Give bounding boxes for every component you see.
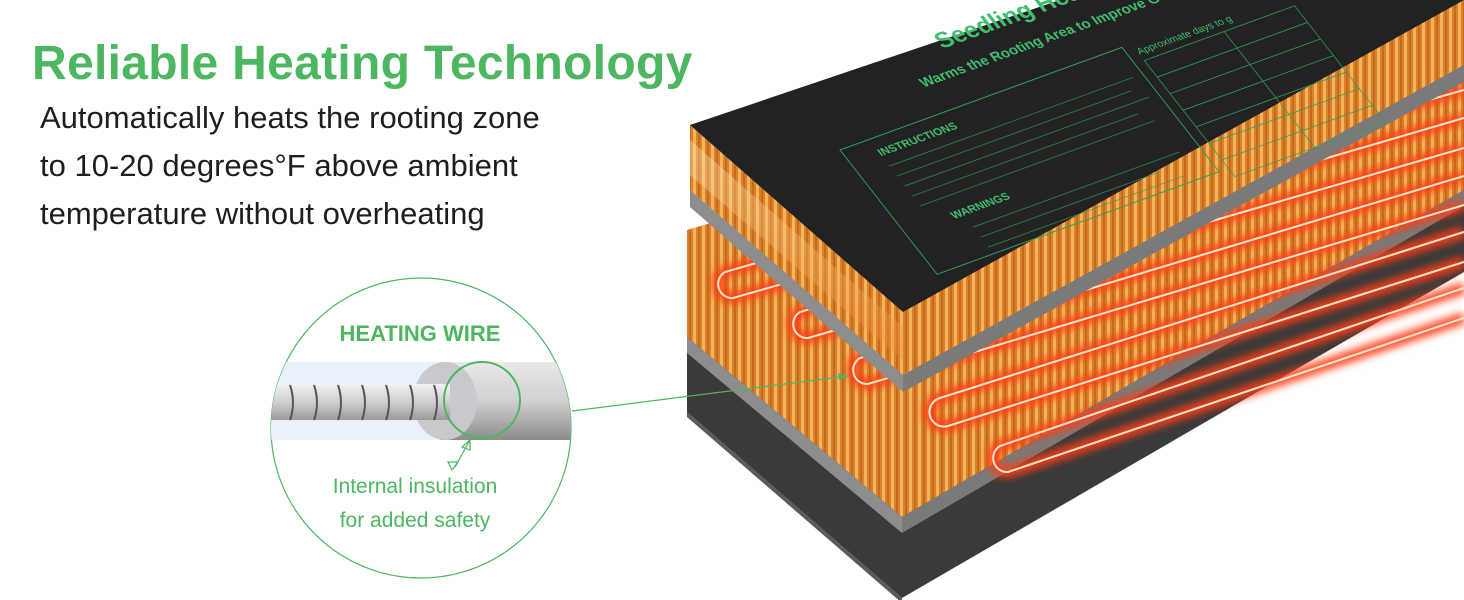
wire-coil: [289, 384, 438, 421]
pointer-line: [571, 375, 849, 412]
top-printed-layer: Seedling Heat Ma Warms the Rooting Area …: [690, 0, 1464, 392]
description-line: Automatically heats the rooting zone: [40, 100, 540, 135]
insulation-highlight-circle: [443, 361, 521, 439]
description-line: to 10-20 degrees°F above ambient: [40, 148, 518, 183]
headline: Reliable Heating Technology: [32, 37, 693, 90]
description-line: temperature without overheating: [40, 196, 485, 231]
inset-title: HEATING WIRE: [339, 321, 501, 346]
heating-wire-loops: [712, 54, 1464, 478]
double-arrow-icon: [447, 438, 471, 472]
inset-caption-line: for added safety: [339, 509, 491, 532]
inset-caption-line: Internal insulation: [332, 475, 498, 498]
heating-wire-inset: [270, 277, 572, 579]
